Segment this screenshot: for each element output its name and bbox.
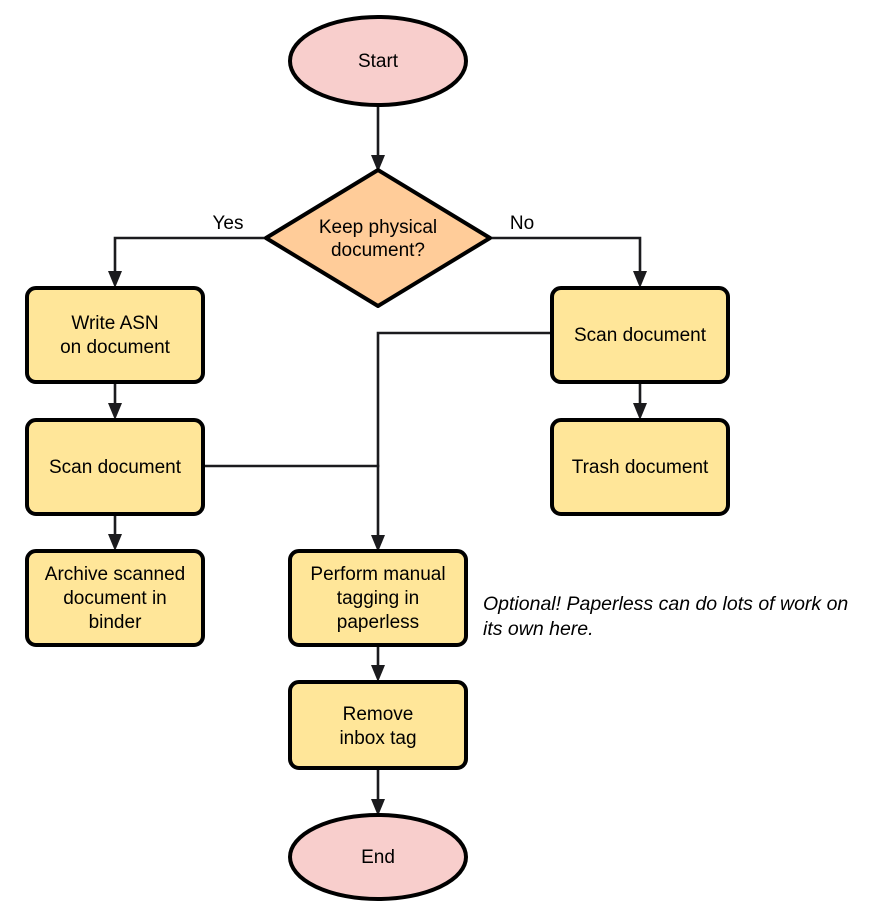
edge-scan-right-to-tagging (371, 331, 554, 552)
node-start-label: Start (358, 51, 399, 72)
node-trash-document[interactable]: Trash document (550, 418, 730, 516)
node-tagging-label-line1: Perform manual (310, 564, 445, 585)
arrowhead-icon (108, 403, 122, 420)
node-decision-label-line2: document? (331, 240, 425, 261)
edge-remove-tag-to-end (371, 766, 385, 816)
node-end[interactable]: End (288, 813, 468, 901)
edge-scan-left-to-archive (108, 512, 122, 551)
process-rect[interactable] (25, 286, 205, 384)
node-decision-label-line1: Keep physical (319, 217, 437, 238)
node-archive-label-line2: document in (63, 588, 167, 609)
node-scan-document-left[interactable]: Scan document (25, 418, 205, 516)
node-remove-inbox-tag[interactable]: Remove inbox tag (288, 680, 468, 770)
node-scan-document-right-label: Scan document (574, 325, 707, 346)
node-end-label: End (361, 847, 395, 868)
node-scan-document-left-label: Scan document (49, 457, 182, 478)
arrowhead-icon (633, 403, 647, 420)
process-rect[interactable] (288, 549, 468, 647)
process-rect[interactable] (25, 418, 205, 516)
node-tagging-label-line3: paperless (337, 612, 419, 633)
edge-label-yes: Yes (213, 213, 244, 234)
node-write-asn-label-line2: on document (60, 337, 171, 358)
node-archive-scanned-document-in-binder[interactable]: Archive scanned document in binder (25, 549, 205, 647)
arrowhead-icon (371, 665, 385, 682)
process-rect[interactable] (550, 286, 730, 384)
edge-decision-yes-to-write-asn (108, 236, 267, 288)
node-decision-keep-physical-document[interactable]: Keep physical document? (264, 168, 492, 308)
node-write-asn-label-line1: Write ASN (71, 313, 158, 334)
node-write-asn-on-document[interactable]: Write ASN on document (25, 286, 205, 384)
edge-line (488, 236, 642, 280)
edge-line (376, 331, 554, 544)
arrowhead-icon (633, 271, 647, 288)
node-trash-document-label: Trash document (572, 457, 709, 478)
edge-tagging-to-remove-tag (371, 643, 385, 682)
end-ellipse[interactable] (288, 813, 468, 901)
node-tagging-label-line2: tagging in (337, 588, 419, 609)
start-ellipse[interactable] (288, 15, 468, 107)
edge-decision-no-to-scan-right (488, 236, 647, 288)
edge-start-to-decision (371, 103, 385, 172)
arrowhead-icon (108, 271, 122, 288)
arrowhead-icon (371, 799, 385, 816)
arrowhead-icon (371, 155, 385, 172)
node-remove-tag-label-line1: Remove (343, 704, 414, 725)
node-archive-label-line3: binder (89, 612, 142, 633)
annotation-line1: Optional! Paperless can do lots of work … (483, 593, 848, 615)
annotation-optional-note: Optional! Paperless can do lots of work … (483, 593, 848, 640)
edge-write-asn-to-scan-left (108, 380, 122, 420)
node-remove-tag-label-line2: inbox tag (339, 728, 416, 749)
node-scan-document-right[interactable]: Scan document (550, 286, 730, 384)
annotation-line2: its own here. (483, 618, 594, 640)
node-perform-manual-tagging[interactable]: Perform manual tagging in paperless (288, 549, 468, 647)
arrowhead-icon (371, 535, 385, 552)
process-rect[interactable] (25, 549, 205, 647)
arrowhead-icon (108, 534, 122, 551)
edge-line (113, 236, 267, 280)
edge-scan-right-to-trash (633, 380, 647, 420)
node-start[interactable]: Start (288, 15, 468, 107)
node-archive-label-line1: Archive scanned (45, 564, 185, 585)
edge-label-no: No (510, 213, 534, 234)
process-rect[interactable] (550, 418, 730, 516)
decision-diamond[interactable] (264, 168, 492, 308)
process-rect[interactable] (288, 680, 468, 770)
